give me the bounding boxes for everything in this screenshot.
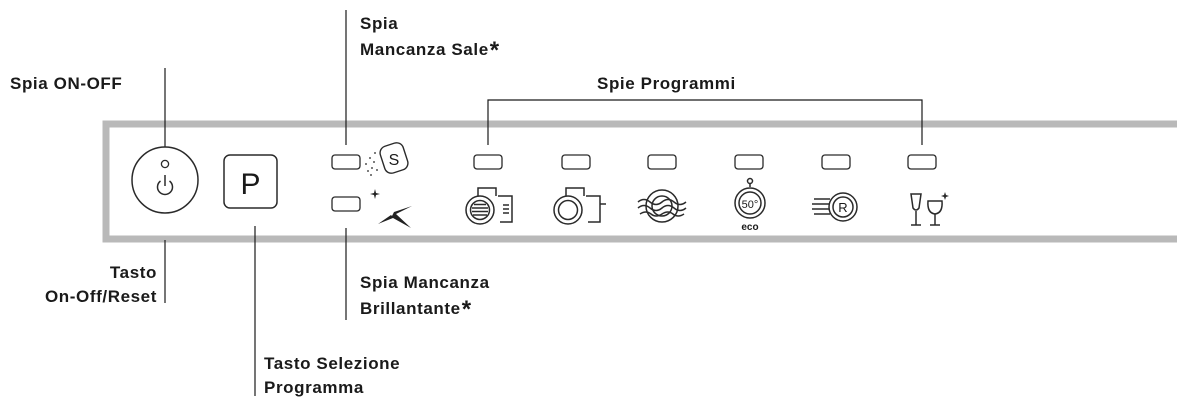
power-icon <box>156 175 174 196</box>
label-tasto-selezione-programma: Tasto Selezione Programma <box>264 352 400 400</box>
salt-warning-led <box>331 154 361 170</box>
eco-50-program-icon: 50° eco <box>734 177 766 233</box>
label-tasto-selezione-line1: Tasto Selezione <box>264 354 401 373</box>
bracket-spie-programmi <box>487 99 923 145</box>
label-spia-mancanza-sale: Spia Mancanza Sale* <box>360 12 500 64</box>
label-spia-brillantante-line2: Brillantante* <box>360 296 472 323</box>
power-led <box>160 159 170 169</box>
label-spia-brillantante-line1: Spia Mancanza <box>360 273 490 292</box>
label-tasto-on-off-reset: Tasto On-Off/Reset <box>45 261 157 309</box>
program-button-letter: P <box>240 168 260 201</box>
normal-program-icon <box>553 187 606 225</box>
program-led-3 <box>647 154 677 170</box>
program-led-6 <box>907 154 937 170</box>
program-leds <box>473 154 937 170</box>
program-select-button[interactable]: P <box>223 154 278 209</box>
control-panel <box>102 120 1177 243</box>
intensive-program-icon <box>465 187 513 225</box>
program-led-4 <box>734 154 764 170</box>
label-spie-programmi: Spie Programmi <box>597 74 736 93</box>
label-spia-sale-line1: Spia <box>360 14 399 33</box>
program-led-5 <box>821 154 851 170</box>
rapid-letter: R <box>838 200 847 215</box>
eco-temperature: 50° <box>742 199 759 211</box>
wash-program-icon <box>637 189 687 223</box>
program-led-1 <box>473 154 503 170</box>
leader-lines <box>164 10 923 396</box>
label-spia-sale-line2: Mancanza Sale* <box>360 37 500 64</box>
label-tasto-on-off-line1: Tasto <box>109 263 157 282</box>
on-off-reset-button[interactable] <box>131 146 199 214</box>
salt-icon: S <box>365 142 409 176</box>
label-spia-on-off: Spia ON-OFF <box>10 74 123 93</box>
salt-symbol-letter: S <box>389 152 400 169</box>
eco-label: eco <box>741 222 758 233</box>
asterisk-sale: * <box>489 37 500 64</box>
label-spia-mancanza-brillantante: Spia Mancanza Brillantante* <box>360 271 490 323</box>
rapid-program-icon: R <box>812 192 858 222</box>
asterisk-brillantante: * <box>461 296 472 323</box>
rinse-aid-icon <box>370 189 412 228</box>
label-tasto-on-off-line2: On-Off/Reset <box>44 287 157 306</box>
glasses-program-icon <box>910 192 949 226</box>
program-led-2 <box>561 154 591 170</box>
label-tasto-selezione-line2: Programma <box>264 378 364 397</box>
rinse-aid-warning-led <box>331 196 361 212</box>
